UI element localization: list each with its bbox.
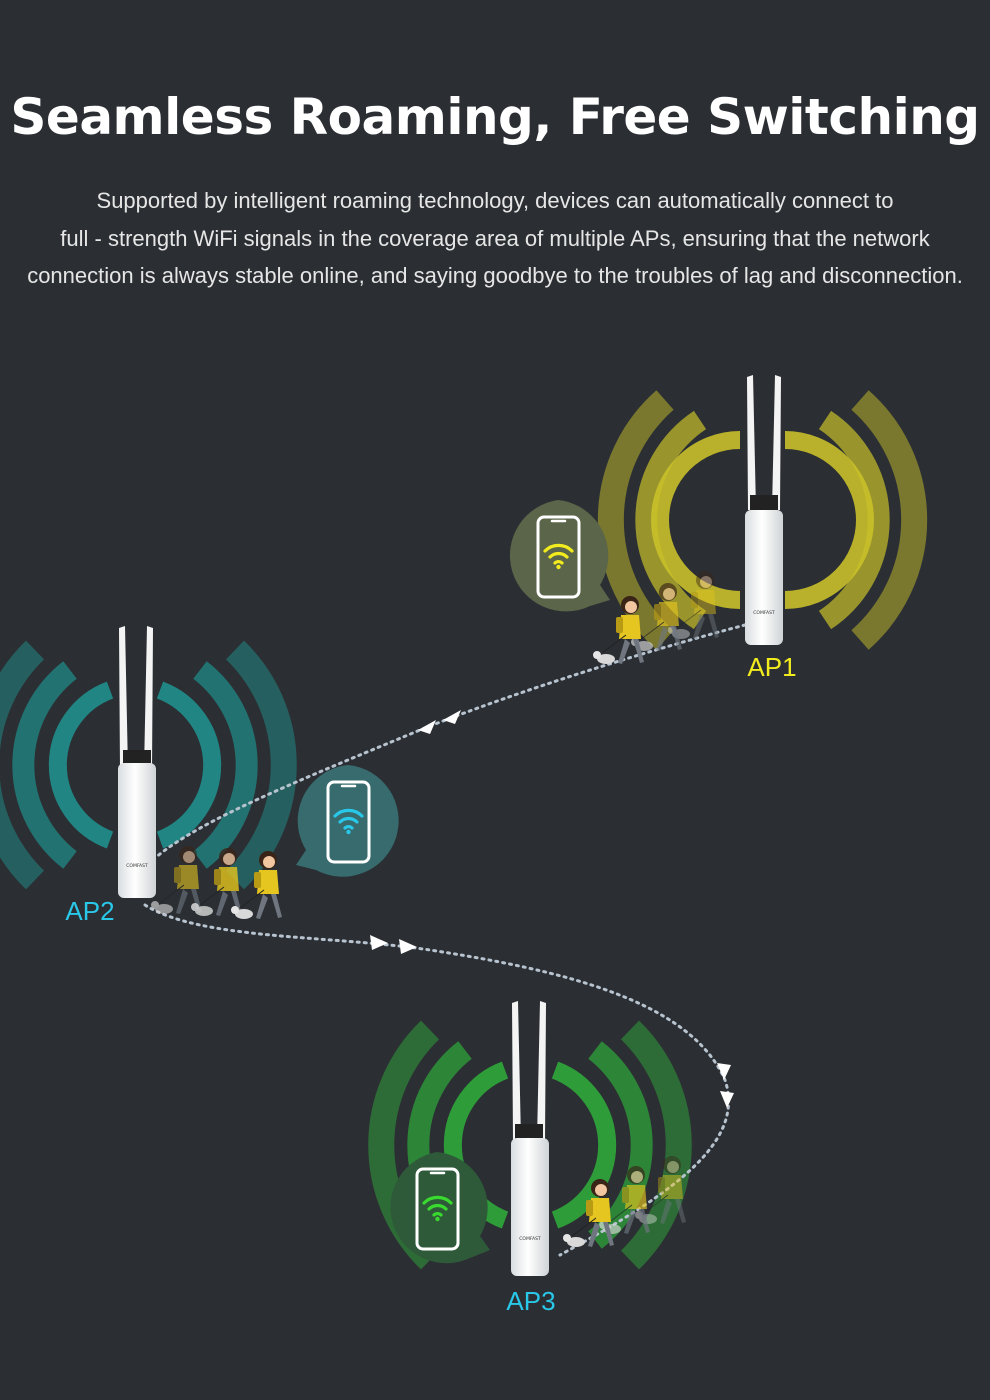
- phone-bubble-ap2: [296, 765, 399, 877]
- wifi-icon: [543, 543, 574, 565]
- ap1-label: AP1: [747, 652, 796, 682]
- description: Supported by intelligent roaming technol…: [10, 182, 980, 295]
- access-point-ap3: COMFAST: [511, 1001, 549, 1276]
- wifi-icon: [333, 808, 364, 830]
- phone-bubble-ap1: [509, 500, 610, 612]
- description-line-1: Supported by intelligent roaming technol…: [96, 188, 894, 213]
- path-arrows: [370, 710, 734, 1108]
- ap1-brand: COMFAST: [753, 610, 775, 616]
- phone-bubble-ap3: [390, 1152, 490, 1264]
- ap3-brand: COMFAST: [519, 1236, 541, 1242]
- wifi-icon: [422, 1195, 453, 1217]
- access-point-ap1: COMFAST: [745, 375, 783, 645]
- ap2-label: AP2: [65, 896, 114, 926]
- ap2-signal-waves: [0, 640, 297, 890]
- ap2-brand: COMFAST: [126, 863, 148, 869]
- access-point-ap2: COMFAST: [118, 626, 156, 898]
- ap3-label: AP3: [506, 1286, 555, 1316]
- description-line-2: full - strength WiFi signals in the cove…: [60, 225, 930, 251]
- description-line-3: connection is always stable online, and …: [27, 263, 963, 288]
- page-title: Seamless Roaming, Free Switching: [10, 88, 980, 146]
